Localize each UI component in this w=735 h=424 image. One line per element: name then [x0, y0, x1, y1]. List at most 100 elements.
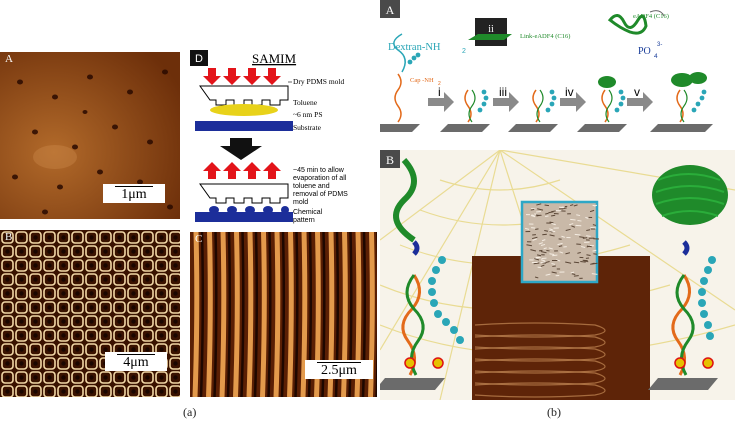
lattice-hole	[103, 277, 108, 282]
lattice-hole	[33, 347, 38, 352]
lattice-hole	[47, 347, 52, 352]
lattice-hole	[5, 333, 10, 338]
lattice-square	[15, 371, 28, 384]
svg-text:iv: iv	[565, 85, 574, 99]
lattice-square	[85, 371, 98, 384]
lattice-square	[71, 231, 84, 244]
inset-speckle	[535, 228, 539, 230]
lattice-hole	[61, 389, 66, 394]
lattice-square	[169, 231, 180, 244]
lattice-hole	[61, 277, 66, 282]
inset-speckle	[538, 249, 543, 252]
lattice-hole	[131, 347, 136, 352]
inset-speckle	[549, 234, 555, 237]
lattice-square	[99, 385, 112, 397]
lattice-square	[43, 259, 56, 272]
lattice-hole	[89, 305, 94, 310]
composite-tag: B	[386, 153, 394, 167]
scale-line	[117, 354, 155, 355]
lattice-square	[155, 273, 168, 286]
lattice-square	[113, 371, 126, 384]
caption-a: (a)	[183, 405, 197, 419]
svg-text:pattern: pattern	[293, 217, 315, 224]
lattice-hole	[5, 235, 10, 240]
lattice-square	[43, 343, 56, 356]
lattice-square	[1, 371, 14, 384]
lattice-square	[1, 357, 14, 370]
lattice-hole	[131, 375, 136, 380]
svg-text:ii: ii	[488, 24, 494, 35]
lattice-hole	[131, 291, 136, 296]
lattice-hole	[103, 347, 108, 352]
lattice-hole	[33, 319, 38, 324]
lattice-square	[57, 371, 70, 384]
lattice-hole	[145, 319, 150, 324]
lattice-square	[15, 245, 28, 258]
inset-speckle	[561, 235, 565, 238]
lattice-hole	[61, 347, 66, 352]
lattice-square	[85, 245, 98, 258]
inset-speckle	[548, 247, 553, 250]
lattice-hole	[75, 319, 80, 324]
lattice-hole	[103, 249, 108, 254]
lattice-square	[29, 301, 42, 314]
lattice-square	[71, 287, 84, 300]
inset-speckle	[531, 227, 536, 229]
inset-speckle	[530, 249, 537, 252]
lattice-hole	[47, 277, 52, 282]
inset-speckle	[549, 228, 553, 231]
lattice-hole	[61, 235, 66, 240]
lattice-hole	[19, 361, 24, 366]
lattice-square	[1, 343, 14, 356]
lattice-square	[113, 315, 126, 328]
inset-speckle	[548, 211, 554, 214]
lattice-hole	[159, 319, 164, 324]
lattice-square	[57, 385, 70, 397]
assembly-scheme: A ii Dextran-NH 2 Link-eADF4 (C16) eADF4…	[380, 0, 713, 132]
lattice-hole	[173, 361, 178, 366]
stripe-line	[260, 232, 267, 397]
lattice-hole	[145, 291, 150, 296]
afm-texture-a	[0, 52, 180, 219]
inset-speckle	[544, 261, 550, 264]
lattice-hole	[89, 249, 94, 254]
lattice-square	[127, 245, 140, 258]
lattice-square	[99, 259, 112, 272]
panel-c-tag: C	[195, 233, 203, 245]
lattice-hole	[75, 347, 80, 352]
lattice-square	[29, 259, 42, 272]
lattice-hole	[33, 235, 38, 240]
lattice-square	[113, 273, 126, 286]
inset-speckle	[536, 203, 542, 206]
inset-speckle	[579, 236, 585, 239]
lattice-hole	[33, 389, 38, 394]
composite-panel-b: B	[380, 150, 735, 400]
inset-speckle	[540, 261, 546, 264]
lattice-hole	[145, 235, 150, 240]
lattice-hole	[103, 291, 108, 296]
lattice-hole	[75, 235, 80, 240]
lattice-hole	[103, 333, 108, 338]
lattice-hole	[47, 389, 52, 394]
lattice-hole	[75, 389, 80, 394]
lattice-square	[169, 273, 180, 286]
scale-label-c: 2.5μm	[321, 363, 357, 378]
stripe-groove	[226, 232, 232, 397]
inset-speckle	[549, 221, 554, 224]
lattice-square	[169, 371, 180, 384]
lattice-square	[1, 231, 14, 244]
lattice-hole	[61, 249, 66, 254]
lattice-hole	[75, 361, 80, 366]
lattice-hole	[159, 347, 164, 352]
lattice-square	[29, 371, 42, 384]
lattice-square	[43, 385, 56, 397]
lattice-square	[141, 245, 154, 258]
lattice-hole	[47, 319, 52, 324]
inset-speckle	[531, 214, 535, 217]
scale-label-a: 1μm	[121, 187, 147, 202]
lattice-square	[155, 287, 168, 300]
afm-image-panel-b: B 4μm	[0, 230, 180, 397]
lattice-square	[71, 343, 84, 356]
lattice-square	[141, 301, 154, 314]
lattice-square	[43, 287, 56, 300]
